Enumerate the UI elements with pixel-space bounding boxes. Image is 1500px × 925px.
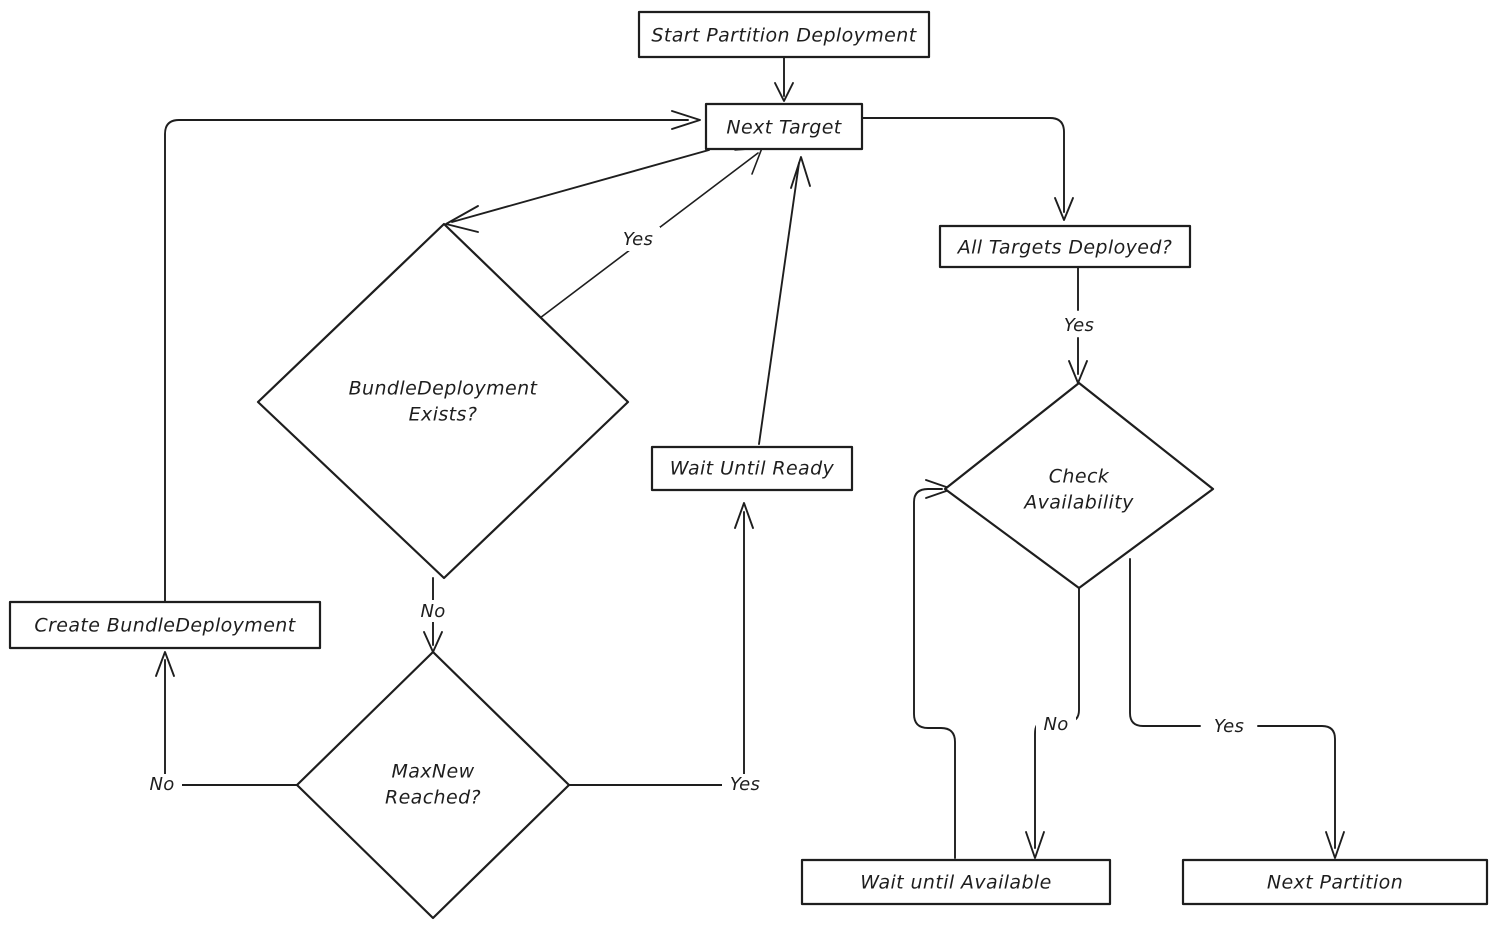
- edge-label-no-maxnew: No: [149, 774, 174, 795]
- node-label-bundle-exists-line2: Exists?: [409, 404, 478, 426]
- node-shape-rect: [704, 102, 864, 151]
- edge-label-check-avail-no: No: [1036, 712, 1076, 736]
- node-next-partition[interactable]: Next Partition: [1181, 858, 1489, 906]
- edge-label-maxnew-yes: Yes: [722, 774, 768, 796]
- node-shape-rect: [650, 445, 854, 492]
- node-label-bundle-exists-line1: BundleDeployment: [349, 378, 539, 400]
- node-label-check-avail-line2: Availability: [1022, 492, 1134, 514]
- edge-label-check-avail-yes: Yes: [1203, 714, 1255, 738]
- node-label-create-bundle: Create BundleDeployment: [34, 615, 296, 637]
- edge-next-target-to-bundle-exists: [445, 149, 710, 233]
- edge-check-avail-yes-to-next-partition: [1129, 558, 1345, 859]
- node-wait-until-available[interactable]: Wait until Available: [800, 858, 1112, 906]
- node-start-partition-deployment[interactable]: Start Partition Deployment: [637, 10, 931, 59]
- edge-start-to-next-target: [774, 56, 794, 102]
- node-label-wait-available: Wait until Available: [860, 872, 1051, 894]
- node-label-all-targets: All Targets Deployed?: [956, 237, 1173, 259]
- node-label-maxnew-line2: Reached?: [385, 787, 481, 809]
- edge-create-bundle-to-next-target: [164, 110, 701, 603]
- edge-wait-until-ready-to-next-target: [758, 156, 811, 445]
- edge-label-yes-bundle: Yes: [623, 229, 653, 250]
- node-shape-rect: [938, 224, 1192, 269]
- edge-label-yes-all-targets: Yes: [1064, 315, 1094, 336]
- node-label-start: Start Partition Deployment: [651, 25, 917, 47]
- edge-wait-available-to-check-avail: [913, 479, 956, 859]
- node-create-bundle-deployment[interactable]: Create BundleDeployment: [8, 600, 322, 650]
- edge-label-bundle-exists-yes: Yes: [616, 227, 660, 251]
- node-label-check-avail-line1: Check: [1049, 466, 1110, 488]
- node-shape-diamond: [256, 222, 630, 580]
- edge-label-maxnew-no: No: [142, 774, 182, 796]
- edge-next-target-to-all-targets: [861, 117, 1074, 221]
- node-label-next-partition: Next Partition: [1267, 872, 1403, 894]
- node-all-targets-deployed[interactable]: All Targets Deployed?: [938, 224, 1192, 269]
- node-shape-rect: [8, 600, 322, 650]
- edge-label-no-avail: No: [1043, 714, 1068, 735]
- node-shape-diamond: [295, 650, 571, 920]
- edge-label-yes-avail: Yes: [1214, 716, 1244, 737]
- node-check-availability[interactable]: Check Availability: [943, 381, 1215, 590]
- node-label-next-target: Next Target: [726, 117, 842, 139]
- edge-maxnew-yes-to-wait-until-ready: [568, 502, 754, 786]
- node-label-wait-until-ready: Wait Until Ready: [670, 458, 835, 480]
- edge-label-no-bundle: No: [420, 601, 445, 622]
- node-shape-rect: [1181, 858, 1489, 906]
- edge-maxnew-no-to-create-bundle: [155, 651, 298, 786]
- node-shape-diamond: [943, 381, 1215, 590]
- node-label-maxnew-line1: MaxNew: [391, 761, 474, 783]
- node-maxnew-reached[interactable]: MaxNew Reached?: [295, 650, 571, 920]
- node-next-target[interactable]: Next Target: [704, 102, 864, 151]
- edge-label-bundle-exists-no: No: [412, 600, 454, 622]
- node-shape-rect: [637, 10, 931, 59]
- edge-label-yes-maxnew: Yes: [730, 774, 760, 795]
- node-shape-rect: [800, 858, 1112, 906]
- edge-label-all-targets-yes: Yes: [1056, 313, 1102, 337]
- node-wait-until-ready[interactable]: Wait Until Ready: [650, 445, 854, 492]
- node-bundle-deployment-exists[interactable]: BundleDeployment Exists?: [256, 222, 630, 580]
